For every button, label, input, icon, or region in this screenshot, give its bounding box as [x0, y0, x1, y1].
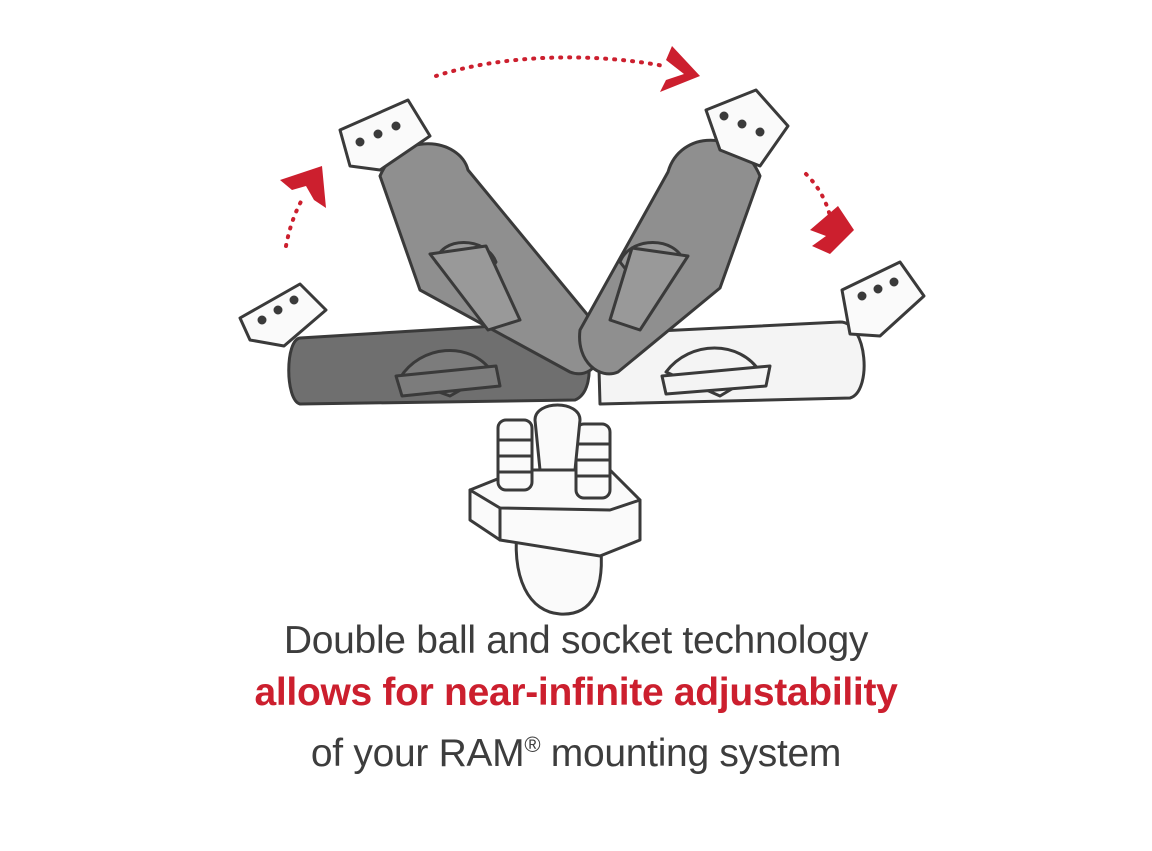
arrow-right-icon [660, 46, 700, 92]
arm-mid-left [338, 98, 604, 376]
caption-line-3-prefix: of your RAM [310, 732, 525, 775]
arm-light-right [596, 260, 926, 406]
u-bolt-base [468, 403, 642, 616]
arrow-down-icon [810, 206, 854, 254]
caption-line-3: of your RAM® mounting system [0, 719, 1152, 780]
registered-mark: ® [524, 732, 541, 757]
caption-line-2-highlight: allows for near-infinite adjustability [254, 671, 898, 714]
caption: Double ball and socket technology allows… [0, 615, 1152, 780]
mount-illustration [238, 46, 926, 616]
dotted-path-right [804, 172, 832, 218]
arm-mid-right [578, 88, 790, 376]
arrow-up-icon [280, 166, 326, 208]
dotted-path-left [284, 194, 306, 248]
dotted-path-top [434, 55, 666, 78]
caption-line-3-suffix: mounting system [540, 732, 842, 775]
caption-line-1: Double ball and socket technology [283, 619, 869, 662]
